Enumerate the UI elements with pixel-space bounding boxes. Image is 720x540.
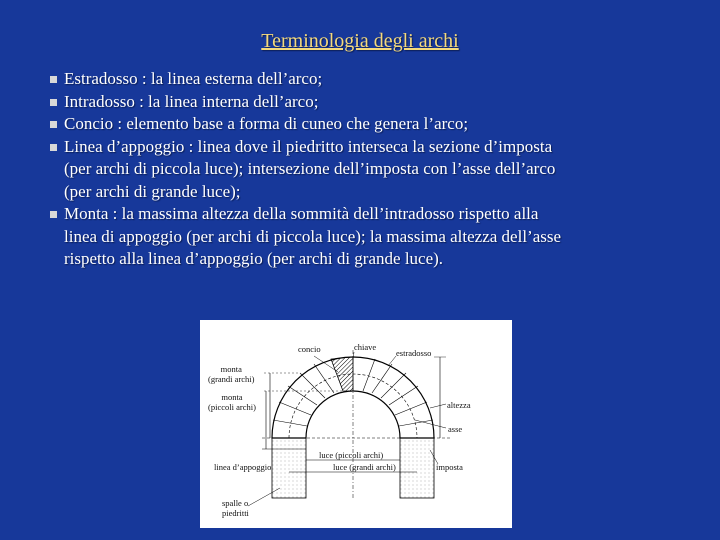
bullet-item: Intradosso : la linea interna dell’arco; xyxy=(50,91,690,114)
label-luce-grandi: luce (grandi archi) xyxy=(333,462,396,472)
label-estradosso: estradosso xyxy=(396,348,432,358)
label-monta-grandi: monta (grandi archi) xyxy=(208,364,255,384)
arch-diagram: concio chiave estradosso monta (grandi a… xyxy=(200,320,512,528)
arch-ring xyxy=(271,356,435,439)
bullet-text: Monta : la massima altezza della sommità… xyxy=(64,204,562,268)
slide-title: Terminologia degli archi xyxy=(261,30,459,52)
bullet-text: Linea d’appoggio : linea dove il piedrit… xyxy=(64,136,556,201)
label-concio: concio xyxy=(298,344,321,354)
label-monta-piccoli: monta (piccoli archi) xyxy=(208,392,256,412)
left-abutment xyxy=(271,437,307,499)
label-linea-appoggio: linea d’appoggio xyxy=(214,462,272,472)
bullet-text: Estradosso : la linea esterna dell’arco; xyxy=(64,69,323,88)
label-chiave: chiave xyxy=(354,342,377,352)
right-abutment xyxy=(399,437,435,499)
square-bullet-icon xyxy=(50,98,57,106)
bullet-item: Monta : la massima altezza della sommità… xyxy=(50,203,690,271)
square-bullet-icon xyxy=(50,143,57,151)
label-altezza: altezza xyxy=(447,400,471,410)
bullet-list: Estradosso : la linea esterna dell’arco;… xyxy=(50,68,690,271)
bullet-item: Linea d’appoggio : linea dove il piedrit… xyxy=(50,136,690,204)
label-imposta: imposta xyxy=(436,462,463,472)
bullet-text: Intradosso : la linea interna dell’arco; xyxy=(64,91,319,111)
square-bullet-icon xyxy=(50,76,57,83)
arch-drawing xyxy=(247,350,450,507)
bullet-item: Estradosso : la linea esterna dell’arco; xyxy=(50,68,690,91)
bullet-item: Concio : elemento base a forma di cuneo … xyxy=(50,113,690,136)
bullet-text: Concio : elemento base a forma di cuneo … xyxy=(64,114,469,133)
square-bullet-icon xyxy=(50,121,57,128)
leader-lines xyxy=(247,351,447,507)
label-spalle-piedritti: spalle o piedritti xyxy=(222,498,249,518)
square-bullet-icon xyxy=(50,211,57,218)
label-luce-piccoli: luce (piccoli archi) xyxy=(319,450,384,460)
label-asse: asse xyxy=(448,424,463,434)
